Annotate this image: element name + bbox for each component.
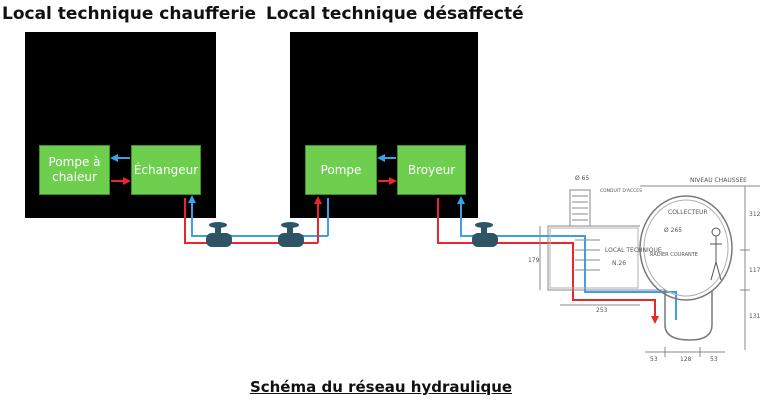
dim-312: 312 (749, 211, 761, 218)
label-local-technique: LOCAL TECHNIQUE (605, 247, 662, 254)
hot-pipe-broyeur (437, 198, 620, 301)
label-collecteur: COLLECTEUR (668, 209, 708, 216)
diagram-caption: Schéma du réseau hydraulique (249, 378, 513, 396)
dim-128: 128 (680, 356, 692, 363)
cold-pipe-echangeur (188, 195, 212, 237)
label-conduit: CONDUIT D'ACCES (600, 188, 642, 194)
echangeur-box: Échangeur (131, 145, 201, 195)
dim-131: 131 (749, 313, 761, 320)
cold-pipe-broyeur (457, 196, 677, 320)
dim-53b: 53 (710, 356, 718, 363)
heading-chaufferie: Local technique chaufferie (2, 4, 257, 24)
label-radier: RADIER COURANTE (650, 252, 698, 258)
heading-desaffecte: Local technique désaffecté (266, 4, 524, 24)
hot-pipe-collector (620, 299, 659, 324)
hot-pipe-echangeur (184, 198, 207, 244)
dim-117: 117 (749, 267, 761, 274)
valve-1 (206, 222, 232, 247)
label-diam-65: Ø 65 (575, 175, 589, 182)
label-diam-265: Ø 265 (664, 227, 682, 234)
label-n26: N.26 (612, 260, 626, 267)
valve-2 (278, 222, 304, 247)
pompe-box: Pompe (305, 145, 377, 195)
dim-253: 253 (596, 307, 608, 314)
valve-3 (472, 222, 498, 247)
section-drawing (539, 185, 760, 357)
dim-179: 179 (528, 257, 540, 264)
broyeur-box: Broyeur (397, 145, 466, 195)
label-niveau-chaussee: NIVEAU CHAUSSEE (690, 177, 747, 184)
pompe-a-chaleur-box: Pompe à chaleur (39, 145, 110, 195)
dim-53a: 53 (650, 356, 658, 363)
